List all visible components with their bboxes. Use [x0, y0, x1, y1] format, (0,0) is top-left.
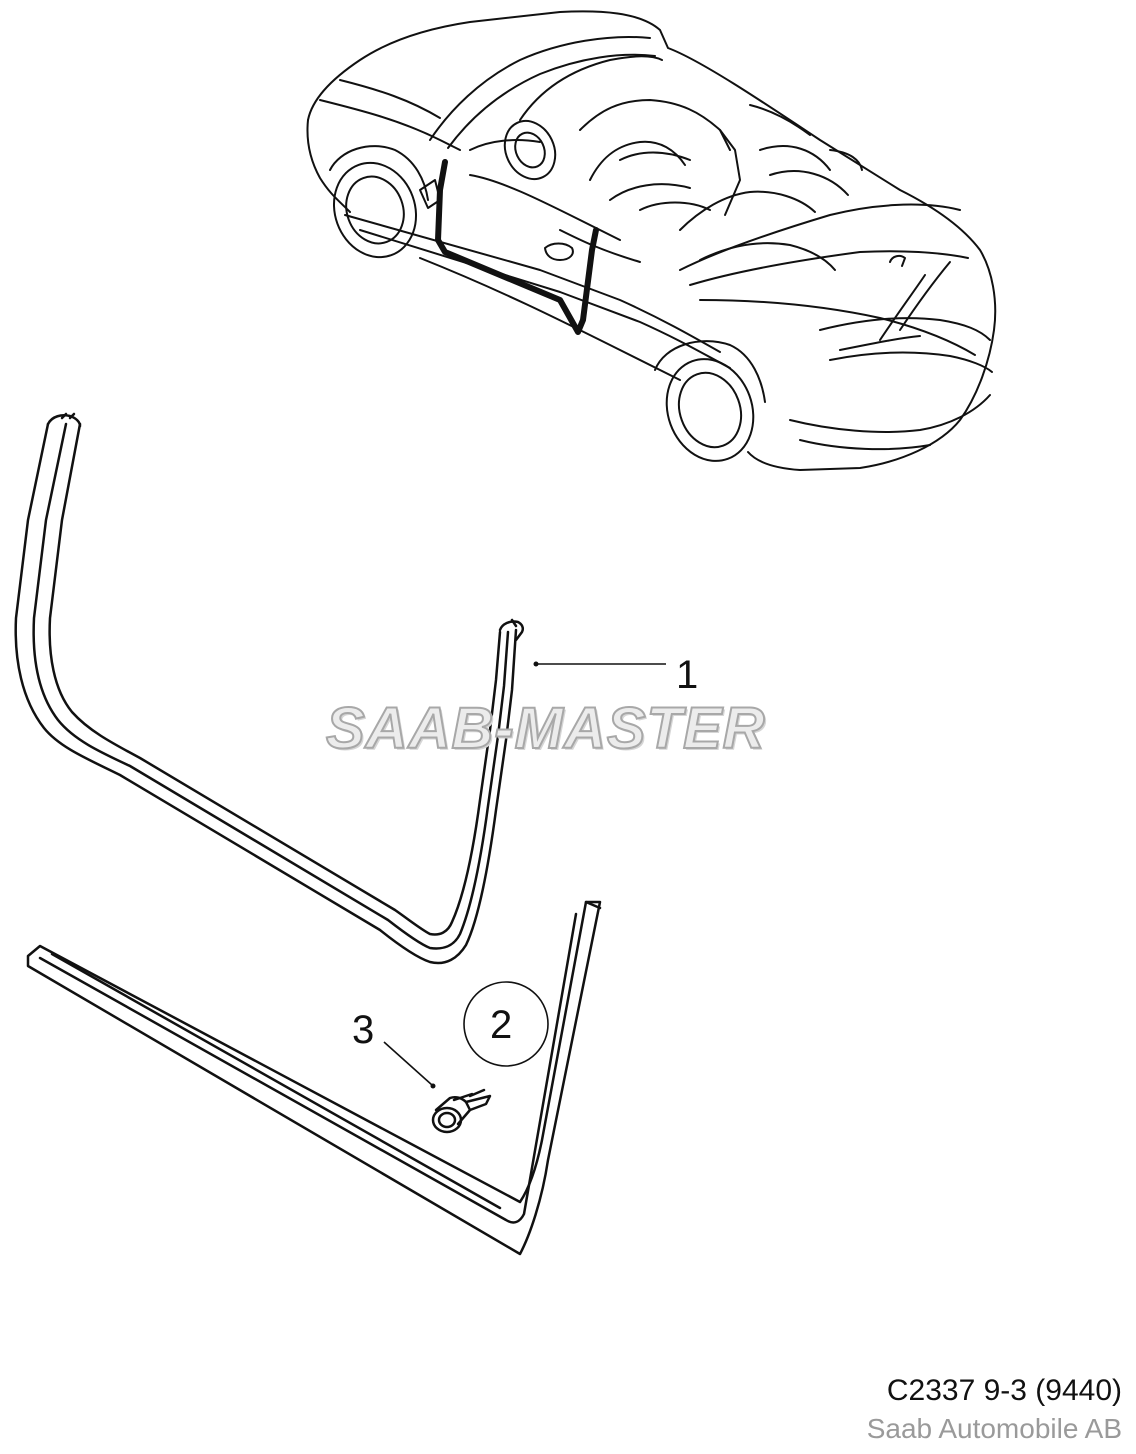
leader-lines [383, 663, 666, 1086]
leader-line-3 [383, 1041, 433, 1086]
leader-dot-3 [430, 1083, 436, 1089]
leader-dot-1 [533, 661, 539, 667]
car-door-seal-highlight [435, 159, 599, 335]
part-3-clip [431, 1088, 492, 1134]
callout-circle-2 [463, 981, 549, 1067]
callout-number-2: 2 [490, 1003, 513, 1047]
callout-number-1: 1 [676, 653, 699, 697]
watermark-text: SAAB-MASTER [325, 695, 766, 762]
part-1-door-seal [14, 412, 525, 965]
callout-number-3: 3 [352, 1008, 375, 1052]
copyright-text: Saab Automobile AB [866, 1413, 1122, 1444]
drawing-code: C2337 9-3 (9440) [886, 1374, 1122, 1407]
part-2-sill-trim [26, 900, 602, 1256]
car-illustration [306, 10, 997, 471]
